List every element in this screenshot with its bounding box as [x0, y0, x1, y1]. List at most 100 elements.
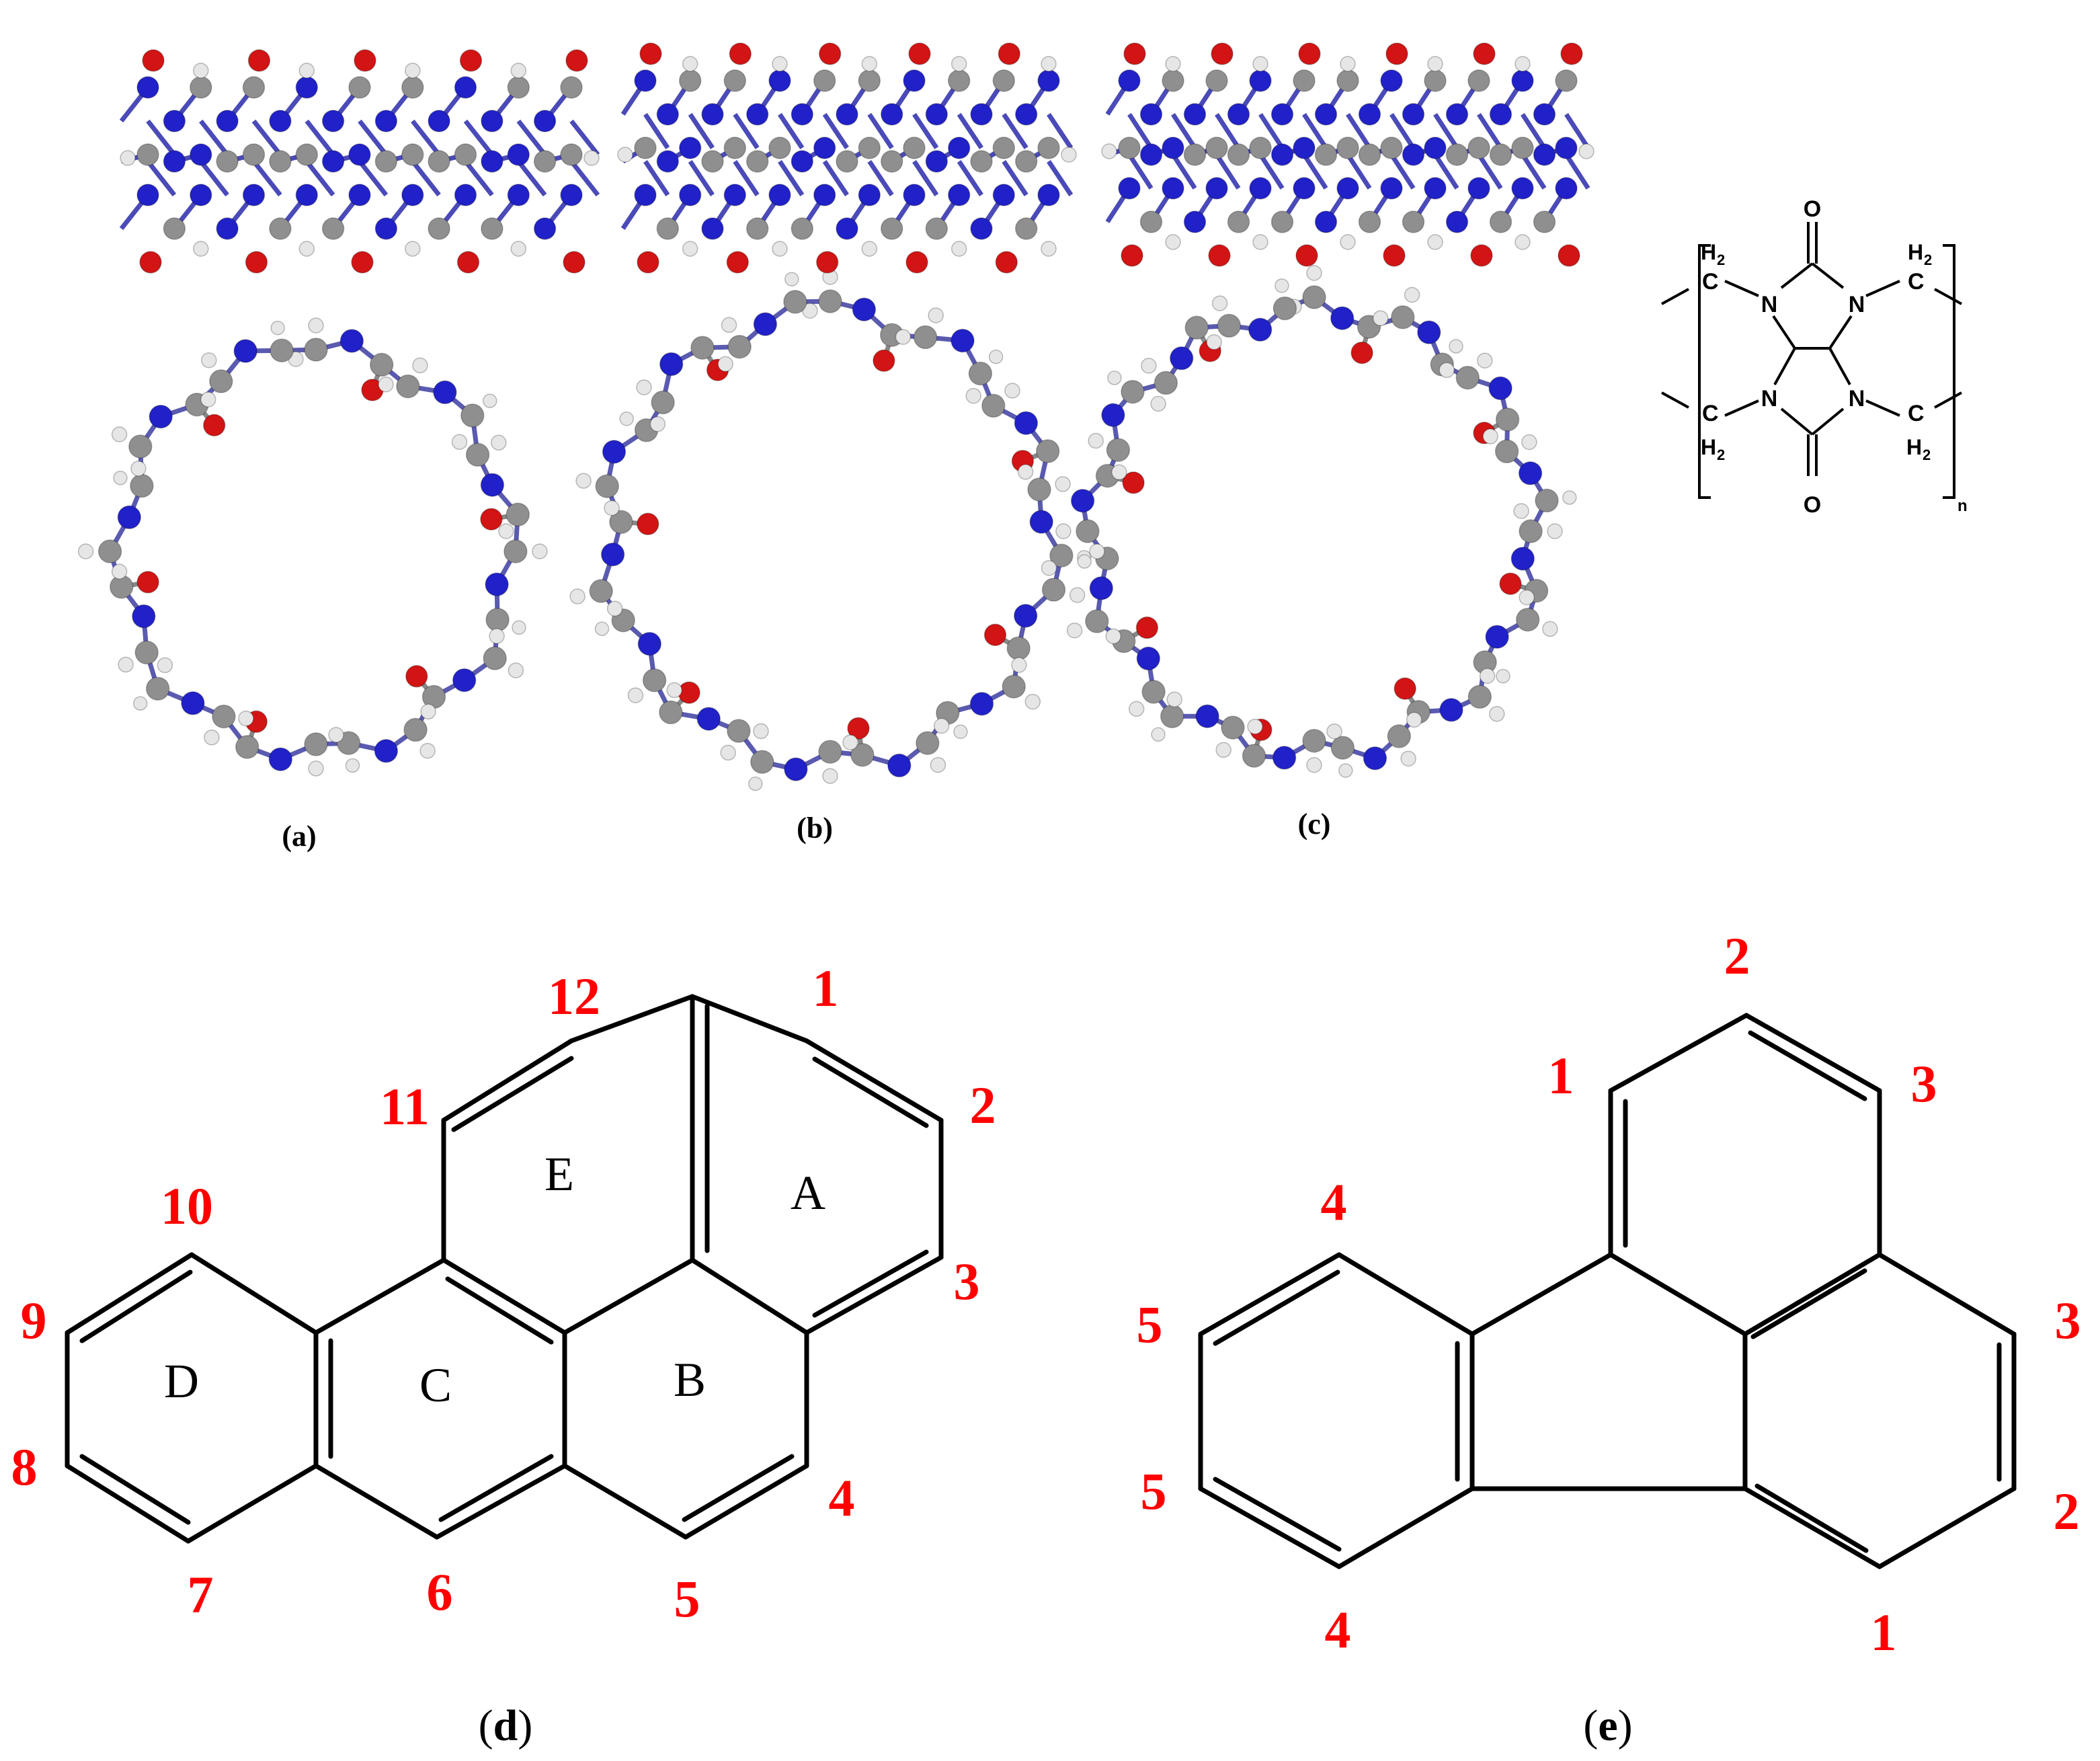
carbon-atom [1533, 210, 1556, 233]
carbon-atom [651, 390, 675, 415]
carbon-atom [858, 69, 881, 92]
nitrogen-atom [784, 757, 808, 781]
hydrogen-atom [583, 150, 600, 166]
carbon-atom [304, 732, 328, 756]
carbon-atom [659, 700, 683, 725]
hydrogen-atom [1077, 554, 1092, 569]
carbon-atom [992, 69, 1016, 92]
nitrogen-atom [348, 184, 371, 206]
carbon-atom [295, 143, 319, 166]
nitrogen-atom [233, 339, 257, 363]
oxygen-atom [456, 251, 480, 274]
nitrogen-atom [768, 184, 791, 206]
hydrogen-atom [594, 621, 610, 636]
carbon-atom [656, 217, 680, 240]
nitrogen-atom [836, 103, 858, 126]
carbon-atom [1242, 744, 1266, 768]
hydrogen-atom [419, 742, 436, 759]
hydrogen-atom [822, 768, 838, 784]
hydrogen-atom [1306, 265, 1322, 281]
bond-stick [1564, 113, 1590, 149]
nitrogen-atom [374, 217, 398, 240]
hydrogen-atom [772, 241, 788, 257]
carbon-atom [1014, 150, 1038, 173]
carbon-atom [1445, 143, 1469, 166]
nitrogen-atom [1089, 576, 1114, 600]
nitrogen-atom [768, 69, 791, 92]
nitrogen-atom [951, 328, 975, 353]
hydrogen-atom [120, 150, 136, 166]
carbon-atom [348, 76, 371, 99]
carbon-atom [783, 290, 807, 314]
hydrogen-atom [1515, 234, 1531, 250]
carbon-atom [745, 217, 769, 240]
hydrogen-atom [130, 461, 147, 477]
carbon-atom [1076, 519, 1100, 543]
nitrogen-atom [321, 150, 345, 173]
carbon-atom [1106, 438, 1131, 462]
pos-d-5: 5 [674, 1569, 700, 1628]
carbon-atom [163, 217, 186, 240]
ch2-tr-C: C [1908, 269, 1925, 295]
hydrogen-atom [201, 352, 217, 368]
nitrogen-atom [813, 136, 836, 159]
carbon-atom [836, 150, 858, 173]
carbon-atom [1495, 407, 1520, 432]
hydrogen-atom [1165, 234, 1181, 250]
hydrogen-atom [1477, 352, 1493, 368]
bond-stick [1302, 113, 1328, 149]
hydrogen-atom [420, 703, 436, 720]
hydrogen-atom [784, 272, 799, 286]
carbon-atom [1455, 365, 1480, 390]
carbon-atom [321, 217, 345, 240]
nitrogen-atom [1139, 103, 1163, 126]
carbon-atom [1302, 285, 1326, 309]
bond-stick [822, 113, 849, 149]
nitrogen-atom [136, 76, 159, 99]
nitrogen-atom [678, 184, 702, 206]
carbon-atom [642, 668, 667, 693]
bracket-right [1943, 244, 1955, 499]
carbon-atom [1358, 210, 1381, 233]
nitrogen-atom [858, 184, 881, 206]
hydrogen-atom [157, 657, 173, 674]
hydrogen-atom [77, 543, 94, 559]
carbon-atom [460, 403, 485, 428]
pos-e-left-4-top: 4 [1321, 1173, 1347, 1231]
nitrogen-atom [992, 184, 1016, 206]
carbon-atom [1205, 136, 1228, 159]
carbon-atom [947, 69, 971, 92]
hydrogen-atom [204, 730, 220, 746]
carbon-atom [1002, 674, 1026, 699]
carbon-atom [1380, 136, 1403, 159]
bond-stick [1171, 153, 1197, 190]
bond-stick [957, 113, 983, 149]
hydrogen-atom [1252, 234, 1268, 250]
bond-stick [1433, 113, 1459, 149]
nitrogen-atom [136, 184, 159, 206]
oxygen-atom [245, 251, 268, 274]
oxygen-atom [1295, 244, 1318, 267]
hydrogen-atom [412, 357, 428, 374]
ch2-bl-H: H [1701, 435, 1716, 459]
hydrogen-atom [1406, 711, 1422, 728]
carbon-atom [791, 217, 814, 240]
bond-stick [1433, 153, 1459, 190]
carbon-atom [1041, 578, 1066, 602]
monomer-N3: N [1761, 386, 1778, 412]
hydrogen-atom [604, 500, 620, 516]
carbon-atom [609, 510, 633, 535]
carbon-atom [560, 76, 583, 99]
ring-label-D: D [164, 1354, 199, 1408]
nitrogen-atom [269, 110, 292, 132]
hydrogen-atom [328, 727, 344, 743]
bond-stick [778, 113, 805, 149]
panel-label-a: (a) [282, 820, 316, 853]
carbon-atom [1118, 136, 1141, 159]
carbon-atom [190, 76, 212, 99]
carbon-atom [880, 217, 903, 240]
bond-stick [1002, 113, 1028, 149]
pos-e-right-2: 2 [2054, 1482, 2080, 1540]
ch2-tl-H: H [1701, 240, 1716, 264]
pos-d-12: 12 [548, 967, 600, 1025]
